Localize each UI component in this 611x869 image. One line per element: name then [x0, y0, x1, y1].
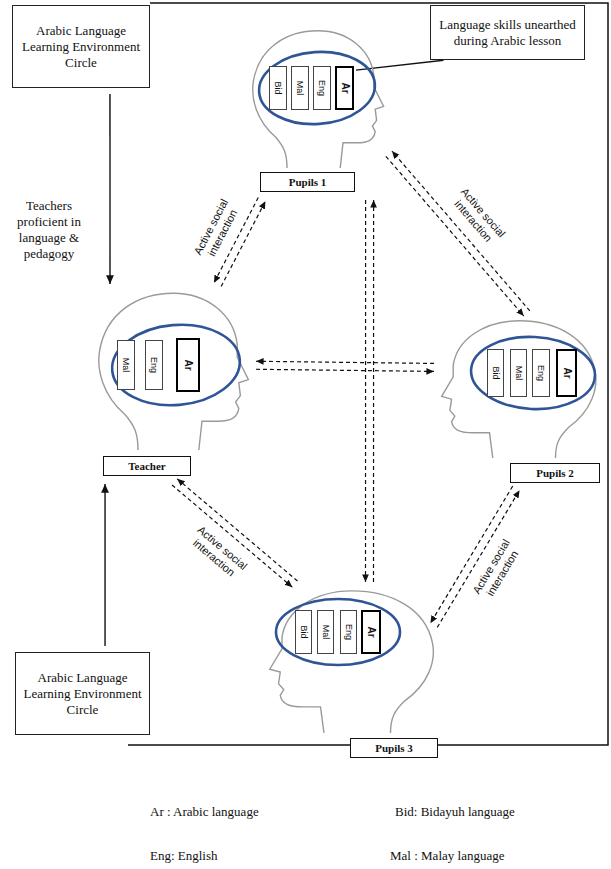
pointer-arrow	[104, 484, 105, 646]
box-text: Language skills unearthed during Arabic …	[437, 17, 578, 49]
language-box: Eng	[313, 66, 331, 110]
language-code: Bid	[299, 625, 309, 638]
edge-label: Active social interaction	[463, 526, 531, 615]
language-code: Bid	[491, 366, 501, 379]
mind-ellipse	[276, 599, 400, 665]
language-code: Bid	[273, 81, 283, 94]
text-box: Language skills unearthed during Arabic …	[430, 5, 585, 60]
language-code: Eng	[344, 624, 354, 640]
person-label: Teacher	[103, 456, 191, 476]
language-box: Bid	[487, 349, 504, 397]
edge-label: Active social interaction	[176, 514, 260, 591]
key-text: Ar : Arabic language	[150, 804, 370, 820]
language-code: Ar	[366, 626, 376, 637]
interaction-arrow	[386, 156, 524, 316]
key-text: Bid: Bidayuh language	[395, 804, 605, 820]
interaction-arrow	[373, 200, 374, 582]
interaction-arrow	[256, 361, 434, 363]
language-code: Eng	[317, 80, 327, 96]
box-text: Arabic Language Learning Environment Cir…	[22, 670, 143, 718]
language-box: Ar	[361, 610, 381, 654]
interaction-arrow	[392, 151, 530, 311]
head-figure: Pupils 2 Bid Mal Eng Ar	[440, 318, 605, 483]
language-code: Ar	[340, 82, 350, 93]
language-box: Mal	[317, 610, 334, 654]
mind-ellipse	[109, 320, 243, 411]
head-profile	[99, 293, 249, 450]
pointer-arrow	[109, 94, 110, 284]
head-profile	[442, 321, 596, 458]
edge-label: Active social interaction	[185, 185, 249, 275]
mind-ellipse	[469, 334, 597, 412]
interaction-arrow	[256, 369, 434, 371]
head-figure: Pupils 3 Bid Mal Eng Ar	[268, 588, 443, 758]
language-code: Mal	[514, 366, 524, 381]
language-code: Eng	[149, 357, 159, 373]
edge-label: Active social interaction	[439, 175, 516, 259]
person-label: Pupils 3	[350, 738, 438, 758]
person-label: Pupils 1	[260, 172, 355, 192]
person-label: Pupils 2	[510, 463, 600, 483]
language-code: Mal	[321, 625, 331, 640]
head-figure: Pupils 1 Bid Mal Eng Ar	[245, 28, 385, 194]
head-figure: Teacher Mal Eng Ar	[90, 290, 250, 478]
language-code: Ar	[562, 367, 572, 378]
language-box: Eng	[532, 349, 550, 397]
language-box: Mal	[291, 66, 309, 110]
head-profile	[253, 31, 384, 168]
language-box: Ar	[556, 349, 577, 397]
language-box: Mal	[510, 349, 527, 397]
text-box: Arabic Language Learning Environment Cir…	[15, 652, 150, 735]
box-text: Arabic Language Learning Environment Cir…	[19, 23, 143, 71]
language-box: Bid	[269, 66, 287, 110]
language-box: Mal	[117, 340, 135, 390]
note-text: Teachers proficient in language & pedago…	[2, 198, 96, 262]
language-box: Eng	[340, 610, 357, 654]
interaction-arrow	[365, 200, 366, 582]
language-box: Bid	[295, 610, 312, 654]
mind-ellipse	[257, 48, 378, 128]
language-code: Ar	[183, 359, 193, 370]
language-box: Ar	[176, 338, 200, 392]
head-outline	[90, 290, 250, 450]
language-code: Mal	[121, 358, 131, 373]
frame-border	[128, 3, 608, 745]
text-box: Arabic Language Learning Environment Cir…	[12, 5, 150, 88]
key-text: Eng: English	[150, 848, 370, 864]
language-box: Ar	[335, 66, 354, 110]
language-code: Eng	[536, 365, 546, 381]
head-profile	[270, 591, 434, 733]
language-code: Mal	[295, 81, 305, 96]
key-text: Mal : Malay language	[390, 848, 600, 864]
language-box: Eng	[145, 340, 163, 390]
